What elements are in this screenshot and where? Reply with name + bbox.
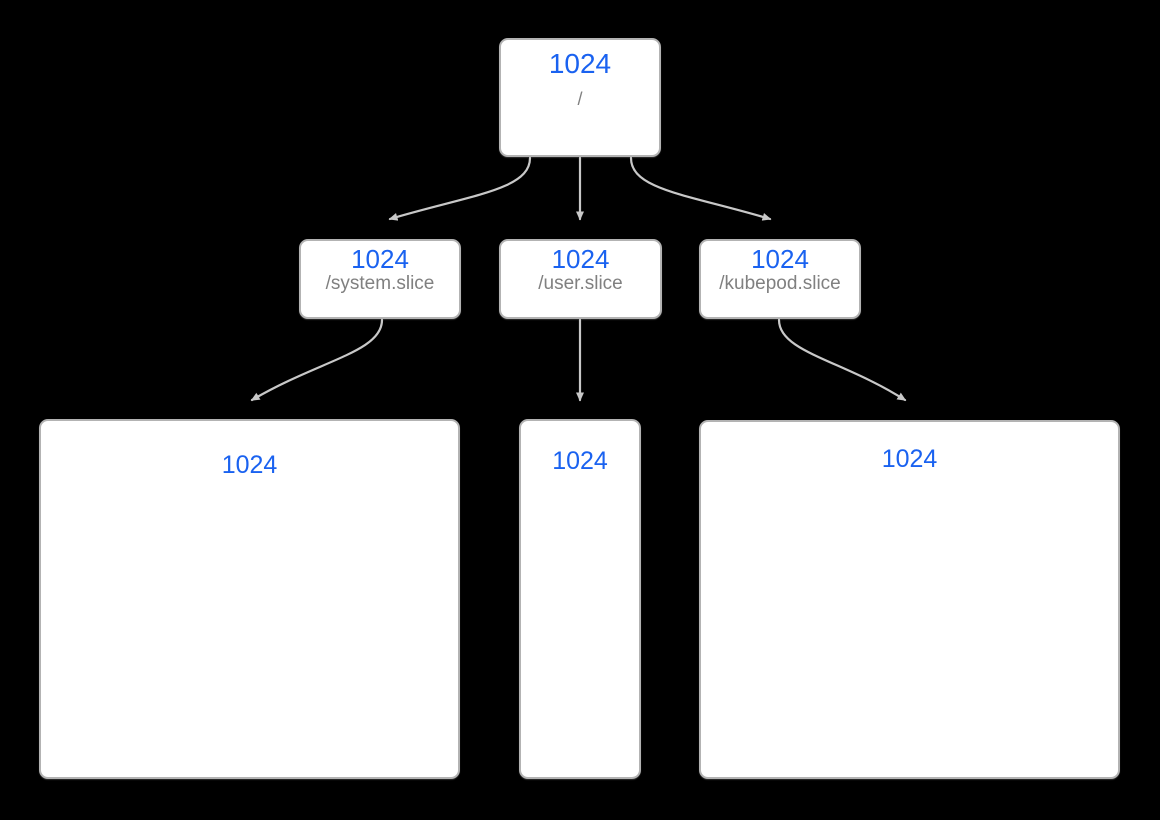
edge-system-slice-to-child — [250, 318, 384, 402]
node-content: 1024 / — [501, 48, 659, 110]
node-label: /system.slice — [325, 273, 435, 294]
node-content: 1024/kubepod.slice — [701, 244, 859, 295]
node-label: /user.slice — [538, 273, 623, 294]
node-value: 1024 — [881, 445, 938, 473]
node-value: 1024 — [221, 451, 278, 479]
node-user-slice-child[interactable]: 1024 — [519, 419, 641, 779]
node-value: 1024 — [548, 48, 612, 79]
node-kubepod-slice-child[interactable]: 1024 — [699, 420, 1120, 779]
node-user-slice[interactable]: 1024/user.slice — [499, 239, 662, 319]
node-value: 1024 — [552, 447, 608, 475]
edge-root-to-system-slice — [388, 156, 532, 221]
node-label: /kubepod.slice — [719, 273, 841, 294]
node-value: 1024 — [351, 244, 409, 274]
node-content: 1024 — [41, 451, 458, 479]
node-system-slice-child[interactable]: 1024 — [39, 419, 460, 779]
edge-kubepod-slice-to-child — [777, 318, 907, 402]
node-value: 1024 — [551, 244, 610, 274]
node-content: 1024/system.slice — [301, 244, 459, 295]
node-value: 1024 — [751, 244, 809, 274]
node-kubepod-slice[interactable]: 1024/kubepod.slice — [699, 239, 861, 319]
edge-root-to-kubepod-slice — [629, 156, 772, 221]
node-system-slice[interactable]: 1024/system.slice — [299, 239, 461, 319]
node-root[interactable]: 1024 / — [499, 38, 661, 157]
node-label: / — [577, 89, 583, 109]
node-content: 1024 — [521, 447, 639, 475]
node-content: 1024/user.slice — [501, 244, 660, 295]
node-content: 1024 — [701, 445, 1118, 473]
